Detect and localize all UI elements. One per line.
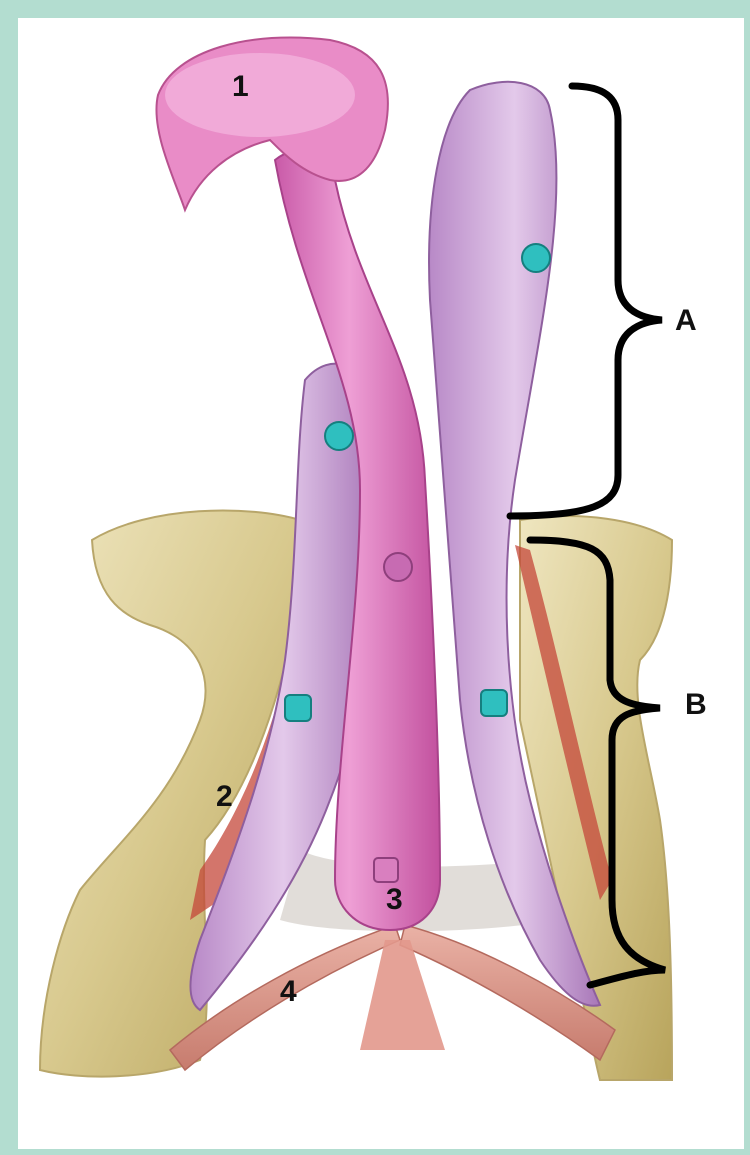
label-4: 4 [280, 977, 297, 1007]
marker-circle-upper-right [522, 244, 550, 272]
marker-square-right [481, 690, 507, 716]
marker-circle-center [384, 553, 412, 581]
label-2: 2 [216, 782, 233, 812]
label-b: B [685, 690, 707, 720]
label-a: A [675, 306, 697, 336]
marker-square-center [374, 858, 398, 882]
marker-square-left [285, 695, 311, 721]
marker-circle-left [325, 422, 353, 450]
label-1: 1 [232, 72, 249, 102]
label-3: 3 [386, 885, 403, 915]
